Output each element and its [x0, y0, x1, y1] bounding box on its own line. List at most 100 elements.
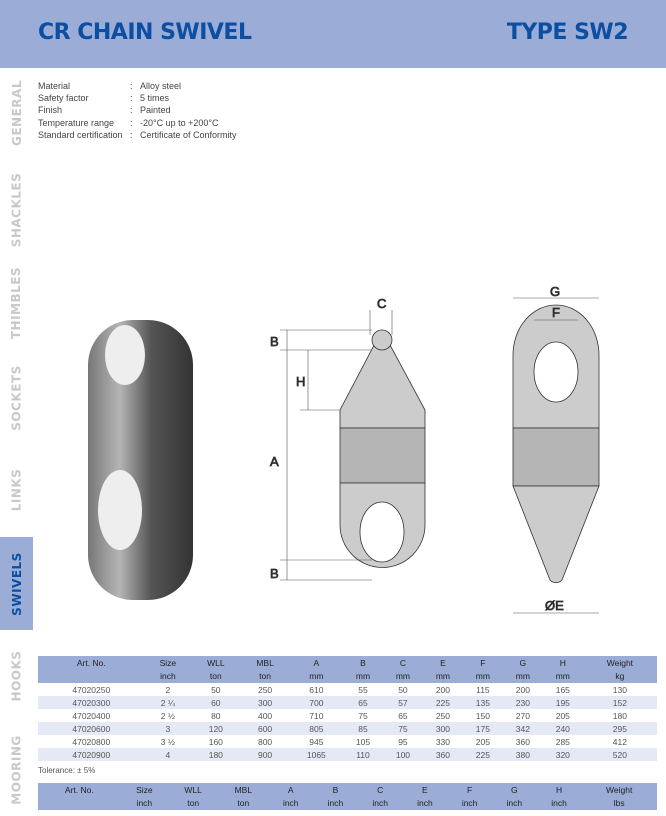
table-cell: 225: [462, 748, 503, 761]
tab-label: MOORING: [9, 735, 24, 805]
table-cell: 2 ½: [160, 710, 175, 721]
page-title: CR CHAIN SWIVEL: [38, 20, 252, 45]
column-unit: mm: [422, 669, 463, 683]
table-cell: 230: [502, 696, 543, 709]
table-cell: 110: [342, 748, 383, 761]
table-cell: 160: [208, 736, 223, 747]
spec-row: Safety factor:5 times: [38, 92, 237, 104]
table-cell: 115: [476, 684, 490, 695]
table-cell: 800: [257, 736, 273, 747]
table-cell: 3: [144, 722, 192, 735]
column-unit: inch: [447, 796, 492, 810]
spec-key: Standard certification: [38, 129, 123, 140]
table-cell: 95: [398, 736, 408, 747]
table-cell: 250: [257, 684, 273, 695]
spec-row: Temperature range:-20°C up to +200°C: [38, 117, 237, 129]
table-cell: 342: [502, 722, 543, 735]
spec-key: Safety factor: [38, 93, 89, 104]
column-header: F: [462, 656, 503, 670]
table-cell: 135: [462, 696, 503, 709]
column-unit: inch: [313, 796, 358, 810]
spec-value: Certificate of Conformity: [140, 129, 237, 140]
dim-b-bottom: B: [270, 566, 279, 581]
column-unit: inch: [402, 796, 448, 810]
column-unit: lbs: [581, 796, 657, 810]
column-header: G: [491, 783, 537, 797]
table-cell: 50: [398, 684, 408, 695]
column-header: H: [536, 783, 582, 797]
table-cell: 412: [612, 736, 627, 747]
side-view-drawing: G F ØE: [512, 284, 600, 613]
table-cell: 270: [515, 710, 530, 721]
table-cell: 805: [289, 722, 343, 735]
tab-label: GENERAL: [9, 80, 24, 146]
table-cell: 75: [358, 710, 368, 721]
sidebar-tab-shackles[interactable]: SHACKLES: [0, 170, 33, 250]
table-cell: 2 ¼: [144, 696, 192, 709]
column-header: Weight: [582, 656, 657, 670]
table-cell: 60: [191, 696, 241, 709]
spec-key: Finish: [38, 105, 63, 116]
column-unit: ton: [168, 796, 219, 810]
product-type: TYPE SW2: [506, 20, 629, 45]
column-header: H: [542, 656, 583, 670]
table-cell: 55: [358, 684, 368, 695]
table-cell: 200: [515, 684, 530, 695]
table-cell: 400: [257, 710, 273, 721]
column-header: Art. No.: [38, 783, 121, 797]
column-header: B: [313, 783, 358, 797]
table-cell: 285: [555, 736, 570, 747]
swivel-photo: [88, 320, 193, 600]
spec-value: 5 times: [140, 93, 170, 104]
column-unit: [38, 669, 145, 683]
spec-colon: :: [130, 93, 133, 104]
spec-key: Temperature range: [38, 117, 115, 128]
sidebar-tab-mooring[interactable]: MOORING: [0, 735, 33, 805]
spec-key: Material: [38, 81, 71, 91]
table-cell: 1065: [289, 748, 343, 761]
table-cell: 945: [309, 736, 324, 747]
table-cell: 195: [542, 696, 583, 709]
product-illustrations: C B H A B G F ØE: [88, 284, 600, 613]
column-header: E: [402, 783, 448, 797]
column-header: WLL: [191, 656, 241, 670]
sidebar-tab-general[interactable]: GENERAL: [0, 78, 33, 148]
table-cell: 85: [342, 722, 383, 735]
table-cell: 180: [612, 710, 627, 721]
spec-colon: :: [130, 117, 133, 128]
table-cell: 200: [435, 684, 450, 695]
sidebar-tab-hooks[interactable]: HOOKS: [0, 648, 33, 703]
spec-row: Standard certification:Certificate of Co…: [38, 129, 237, 141]
dim-b-top: B: [270, 334, 279, 349]
column-unit: ton: [240, 669, 290, 683]
column-unit: mm: [542, 669, 583, 683]
table-cell: 105: [355, 736, 371, 747]
column-header: A: [289, 656, 343, 670]
table-cell: 180: [191, 748, 241, 761]
table-cell: 165: [555, 684, 570, 695]
sidebar-tab-swivels[interactable]: SWIVELS: [0, 537, 33, 630]
column-unit: inch: [144, 669, 192, 683]
column-unit: mm: [462, 669, 503, 683]
table-cell: 47020400: [72, 710, 111, 721]
column-header: Size: [120, 783, 169, 797]
table-cell: 520: [582, 748, 657, 761]
column-header: B: [342, 656, 383, 670]
table-cell: 65: [342, 696, 383, 709]
column-header: C: [382, 656, 423, 670]
column-header: E: [422, 656, 463, 670]
spec-row: Finish:Painted: [38, 104, 237, 116]
column-unit: ton: [218, 796, 269, 810]
dim-f: F: [552, 305, 560, 320]
table-cell: 225: [422, 696, 463, 709]
column-unit: ton: [191, 669, 241, 683]
table-cell: 205: [555, 710, 570, 721]
column-unit: [38, 796, 121, 810]
tolerance-note: Tolerance: ± 5%: [38, 766, 96, 775]
table-cell: 47020250: [72, 684, 111, 695]
dim-e: ØE: [545, 598, 564, 613]
